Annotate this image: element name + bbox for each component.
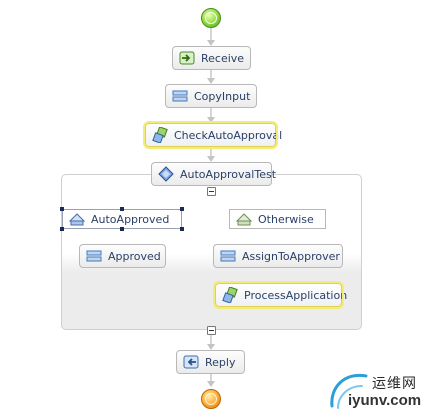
- receive-icon: [179, 50, 195, 66]
- receive-activity[interactable]: Receive: [172, 46, 251, 70]
- otherwise-case[interactable]: Otherwise: [229, 209, 326, 229]
- selection-handle[interactable]: [60, 207, 64, 211]
- collapse-toggle-top[interactable]: [207, 187, 216, 196]
- case-icon: [235, 211, 253, 227]
- collapse-toggle-bottom[interactable]: [207, 326, 216, 335]
- assign-icon: [220, 248, 236, 264]
- reply-activity[interactable]: Reply: [176, 350, 245, 374]
- otherwise-label: Otherwise: [258, 212, 314, 226]
- reply-label: Reply: [205, 355, 236, 369]
- selection-handle[interactable]: [180, 227, 184, 231]
- receive-label: Receive: [201, 51, 245, 65]
- assign-icon: [86, 248, 102, 264]
- approved-label: Approved: [108, 249, 161, 263]
- invoke-icon: [152, 126, 168, 144]
- process-application-activity[interactable]: ProcessApplication: [213, 281, 347, 309]
- end-node-icon[interactable]: [201, 389, 221, 409]
- selection-handle[interactable]: [120, 207, 124, 211]
- invoke-icon: [222, 286, 238, 304]
- watermark-logo-icon: [330, 373, 368, 409]
- auto-approval-test-activity[interactable]: AutoApprovalTest: [151, 162, 276, 186]
- copy-input-activity[interactable]: CopyInput: [165, 84, 257, 108]
- assign-to-approver-label: AssignToApprover: [242, 249, 340, 263]
- copy-input-label: CopyInput: [194, 89, 251, 103]
- reply-icon: [183, 354, 199, 370]
- auto-approved-label: AutoApproved: [91, 212, 170, 226]
- watermark: 运维网 iyunv.com: [326, 366, 422, 415]
- watermark-latin: iyunv.com: [348, 392, 422, 409]
- selection-handle[interactable]: [60, 227, 64, 231]
- start-node-icon[interactable]: [201, 8, 221, 28]
- auto-approved-case[interactable]: AutoApproved: [62, 209, 182, 229]
- process-application-label: ProcessApplication: [244, 288, 348, 302]
- assign-to-approver-activity[interactable]: AssignToApprover: [213, 244, 343, 268]
- auto-approval-test-label: AutoApprovalTest: [180, 167, 277, 181]
- approved-activity[interactable]: Approved: [79, 244, 166, 268]
- selection-handle[interactable]: [120, 227, 124, 231]
- check-auto-approval-activity[interactable]: CheckAutoApproval: [143, 121, 282, 149]
- case-icon: [68, 211, 86, 227]
- selection-handle[interactable]: [180, 207, 184, 211]
- check-auto-approval-label: CheckAutoApproval: [174, 128, 283, 142]
- choice-icon: [158, 166, 174, 182]
- assign-icon: [172, 88, 188, 104]
- watermark-chinese: 运维网: [372, 376, 417, 392]
